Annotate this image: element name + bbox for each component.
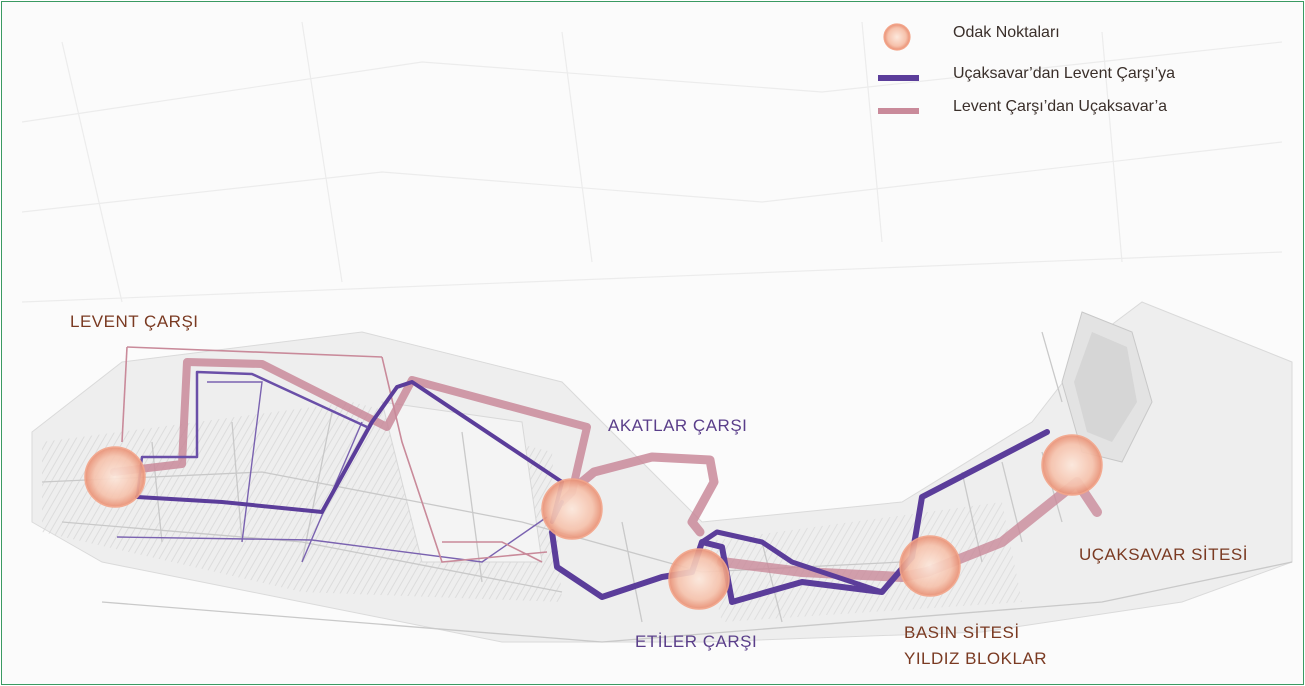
place-label-levent: LEVENT ÇARŞI xyxy=(70,312,199,331)
place-label-basin-line1: BASIN SİTESİ xyxy=(904,623,1020,642)
legend-focus-points-label: Odak Noktaları xyxy=(953,24,1060,41)
place-label-akatlar: AKATLAR ÇARŞI xyxy=(608,416,748,435)
focus-point-etiler xyxy=(668,548,730,610)
background-streets xyxy=(21,21,1283,303)
place-label-basin: BASIN SİTESİ YILDIZ BLOKLAR xyxy=(904,620,1047,672)
route-b-secondary xyxy=(121,346,548,563)
legend-route-a-label: Uçaksavar’dan Levent Çarşı’ya xyxy=(953,65,1176,82)
legend-symbols xyxy=(878,23,919,114)
focus-point-levent xyxy=(84,446,146,508)
focus-point-akatlar xyxy=(541,478,603,540)
legend-focus-point-symbol xyxy=(883,23,911,51)
place-label-etiler: ETİLER ÇARŞI xyxy=(635,632,758,651)
focus-point-ucaksavar xyxy=(1041,434,1103,496)
legend-route-b-label: Levent Çarşı’dan Uçaksavar’a xyxy=(953,98,1168,115)
place-label-ucaksavar: UÇAKSAVAR SİTESİ xyxy=(1079,545,1248,564)
urban-blocks xyxy=(31,301,1293,643)
focus-point-basin xyxy=(899,535,961,597)
place-label-basin-line2: YILDIZ BLOKLAR xyxy=(904,649,1048,668)
focus-points xyxy=(84,434,1103,610)
